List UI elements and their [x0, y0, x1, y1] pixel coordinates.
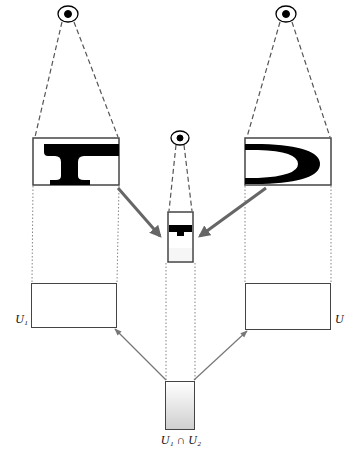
eye-left	[58, 6, 78, 22]
sight-lines	[35, 22, 330, 211]
glyph-center	[169, 225, 192, 261]
glyph-right	[245, 144, 320, 184]
eye-center	[171, 131, 189, 145]
eye-right	[276, 6, 296, 22]
region-label: U	[335, 313, 344, 325]
intersection-box: U₁ ∩ U₂	[165, 381, 195, 430]
glyph-left	[44, 144, 119, 185]
region-box: U₁	[31, 283, 117, 328]
region-label: U₁ ∩ U₂	[161, 434, 201, 446]
drop-lines	[32, 186, 331, 380]
inclusion-arrow	[115, 329, 166, 380]
inclusion-arrow	[194, 331, 247, 380]
region-box: U	[245, 283, 331, 330]
view-boxes	[33, 138, 331, 262]
projection-arrows	[118, 188, 266, 236]
region-label: U₁	[15, 313, 28, 325]
